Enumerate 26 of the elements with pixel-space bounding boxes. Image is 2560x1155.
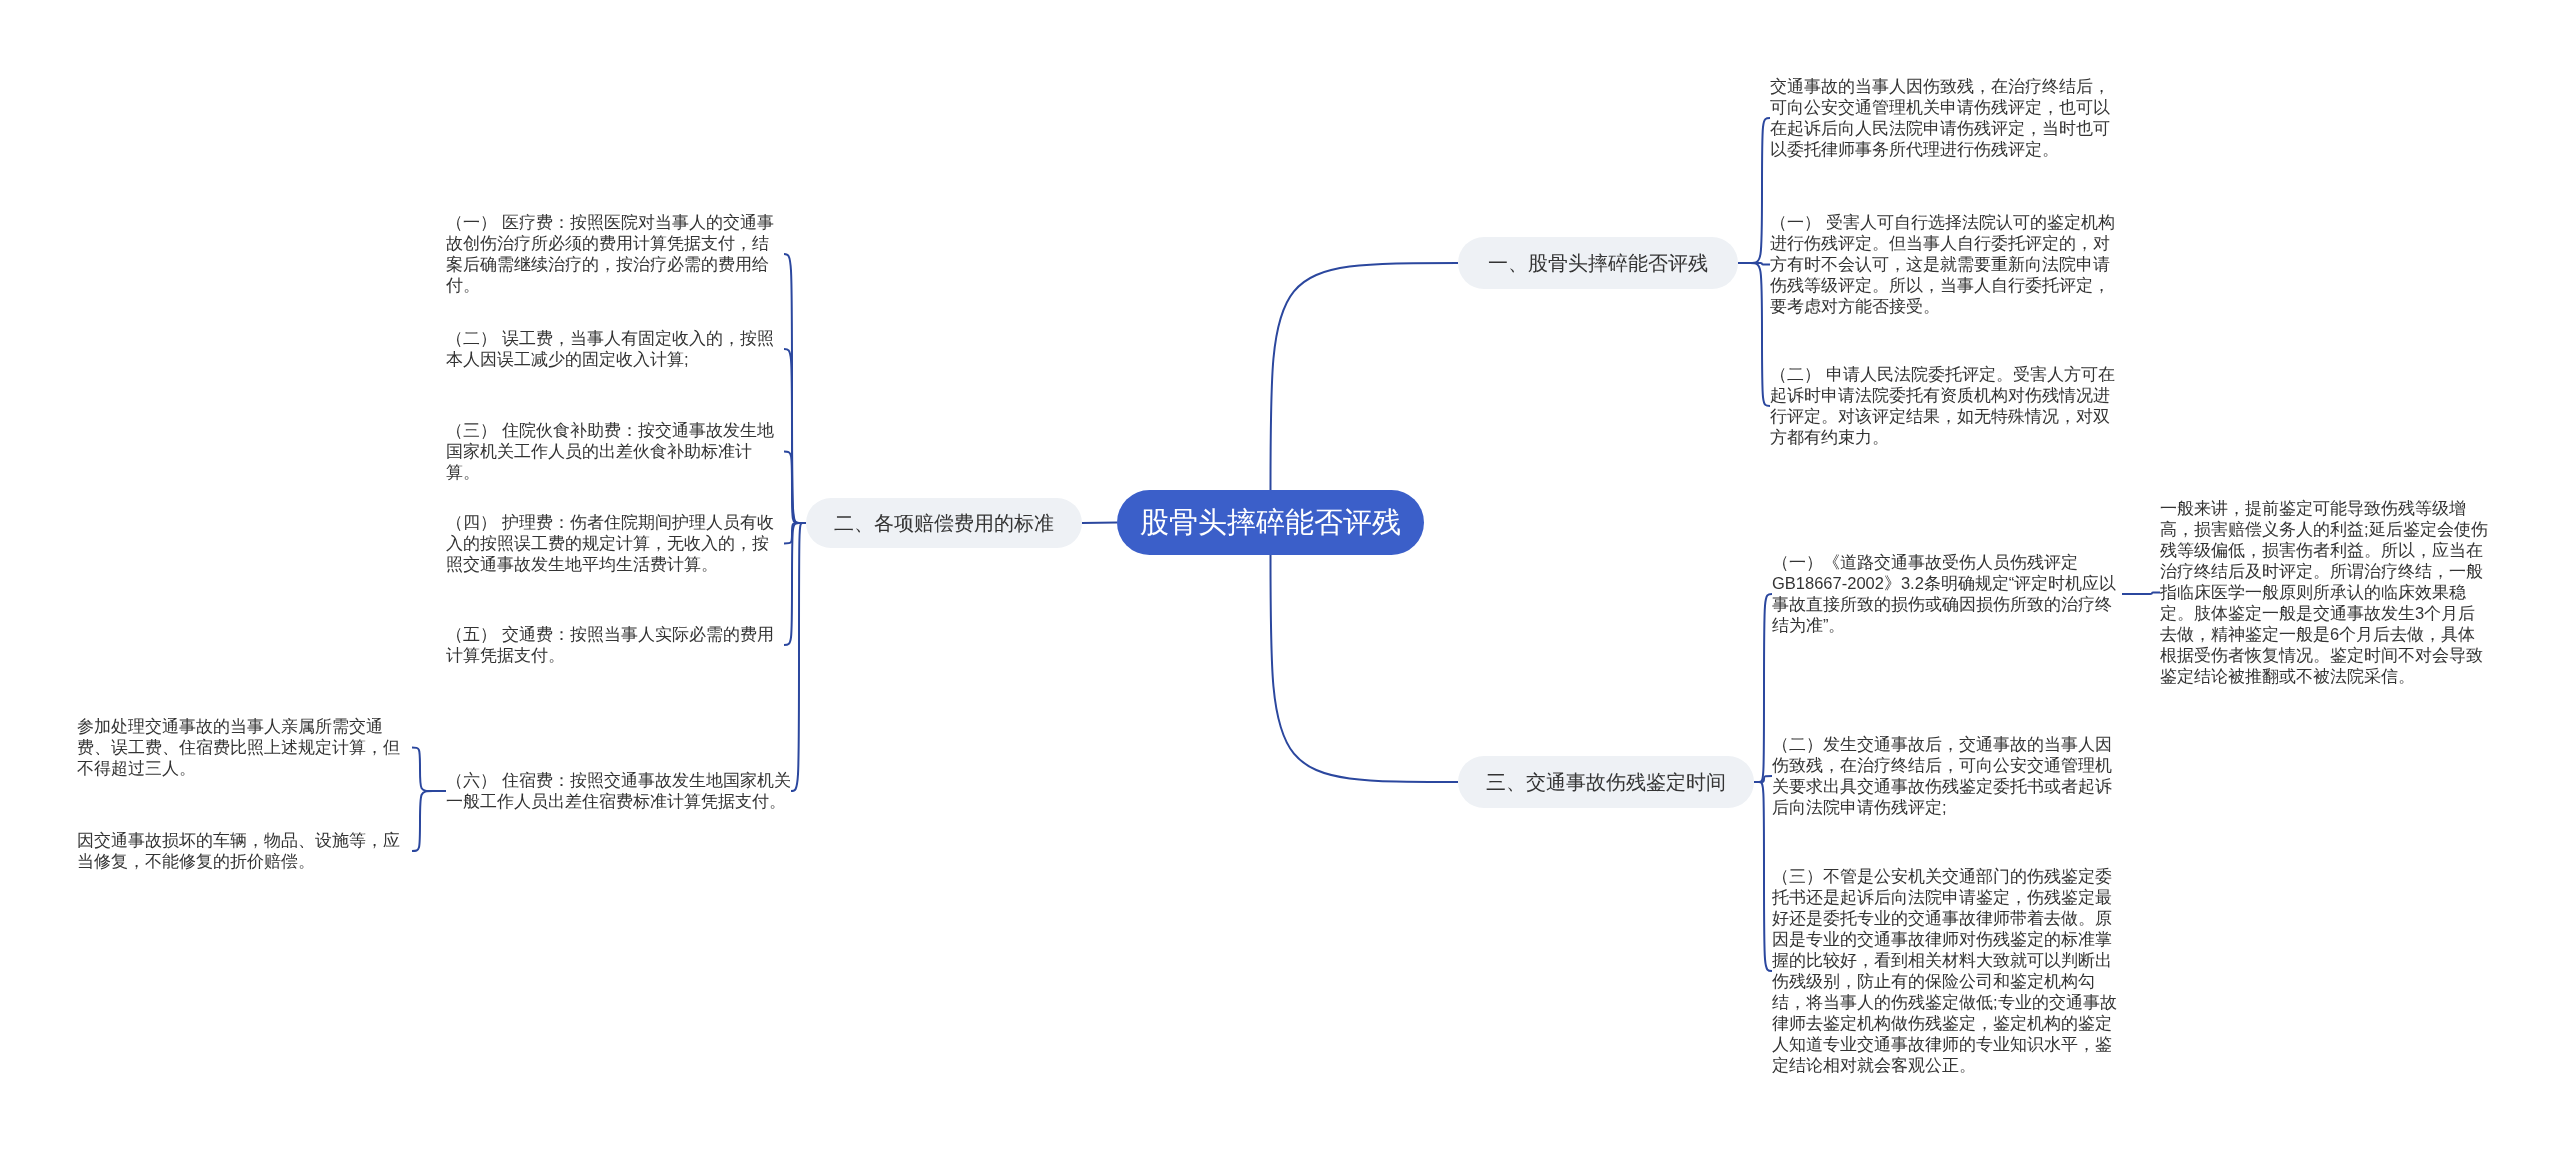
topic-box: 二、各项赔偿费用的标准	[806, 498, 1082, 548]
topic-box: 一、股骨头摔碎能否评残	[1458, 237, 1738, 289]
connector-line	[1269, 554, 1459, 783]
connector-line	[411, 790, 447, 852]
note-text: （一） 医疗费：按照医院对当事人的交通事故创伤治疗所必须的费用计算凭据支付，结案后确需继续治疗的，按治疗必需的费用给付。	[446, 212, 784, 296]
connector-line	[1081, 521, 1118, 524]
note-text: （二）发生交通事故后，交通事故的当事人因伤致残，在治疗终结后，可向公安交通管理机关要求出具交通事故伤残鉴定委托书或者起诉后向法院申请伤残评定;	[1772, 734, 2122, 818]
note-text: （一）《道路交通事故受伤人员伤残评定GB18667-2002》3.2条明确规定“评定时机应以事故直接所致的损伤或确因损伤所致的治疗终结为准”。	[1772, 552, 2122, 636]
connector-line	[1737, 262, 1771, 407]
topic-box: 三、交通事故伤残鉴定时间	[1458, 756, 1754, 808]
note-text: （四） 护理费：伤者住院期间护理人员有收入的按照误工费的规定计算，无收入的，按照交通事故发生地平均生活费计算。	[446, 512, 784, 575]
connector-line	[1753, 781, 1773, 972]
central-topic: 股骨头摔碎能否评残	[1117, 490, 1424, 555]
note-text: （二） 申请人民法院委托评定。受害人方可在起诉时申请法院委托有资质机构对伤残情况进行评定。对该评定结果，如无特殊情况，对双方都有约束力。	[1770, 364, 2115, 448]
connector-line	[1269, 262, 1459, 491]
connector-line	[2121, 591, 2161, 595]
note-text: （二） 误工费，当事人有固定收入的，按照本人因误工减少的固定收入计算;	[446, 328, 784, 370]
note-text: （六） 住宿费：按照交通事故发生地国家机关一般工作人员出差住宿费标准计算凭据支付。	[446, 770, 791, 812]
note-text: （一） 受害人可自行选择法院认可的鉴定机构进行伤残评定。但当事人自行委托评定的，对方有时不会认可，这是就需要重新向法院申请伤残等级评定。所以，当事人自行委托评定，要考虑对方能否接受。	[1770, 212, 2115, 317]
note-text: （三）不管是公安机关交通部门的伤残鉴定委托书还是起诉后向法院申请鉴定，伤残鉴定最好还是委托专业的交通事故律师带着去做。原因是专业的交通事故律师对伤残鉴定的标准掌握的比较好，看到相关材料大致就可以判断出伤残级别，防止有的保险公司和鉴定机构勾结，将当事人的伤残鉴定做低;专业的交通事故律师去鉴定机构做伤残鉴定，鉴定机构的鉴定人知道专业交通事故律师的专业知识水平，鉴定结论相对就会客观公正。	[1772, 866, 2122, 1076]
note-text: （五） 交通费：按照当事人实际必需的费用计算凭据支付。	[446, 624, 784, 666]
note-text: （三） 住院伙食补助费：按交通事故发生地国家机关工作人员的出差伙食补助标准计算。	[446, 420, 784, 483]
note-text: 参加处理交通事故的当事人亲属所需交通费、误工费、住宿费比照上述规定计算，但不得超过三人。	[77, 716, 412, 779]
note-text: 一般来讲，提前鉴定可能导致伤残等级增高，损害赔偿义务人的利益;延后鉴定会使伤残等级偏低，损害伤者利益。所以，应当在治疗终结后及时评定。所谓治疗终结，一般指临床医学一般原则所承认的临床效果稳定。肢体鉴定一般是交通事故发生3个月后去做，精神鉴定一般是6个月后去做，具体根据受伤者恢复情况。鉴定时间不对会导致鉴定结论被推翻或不被法院采信。	[2160, 498, 2492, 687]
note-text: 因交通事故损坏的车辆，物品、设施等，应当修复，不能修复的折价赔偿。	[77, 830, 412, 872]
note-text: 交通事故的当事人因伤致残，在治疗终结后，可向公安交通管理机关申请伤残评定，也可以在起诉后向人民法院申请伤残评定，当时也可以委托律师事务所代理进行伤残评定。	[1770, 76, 2115, 160]
